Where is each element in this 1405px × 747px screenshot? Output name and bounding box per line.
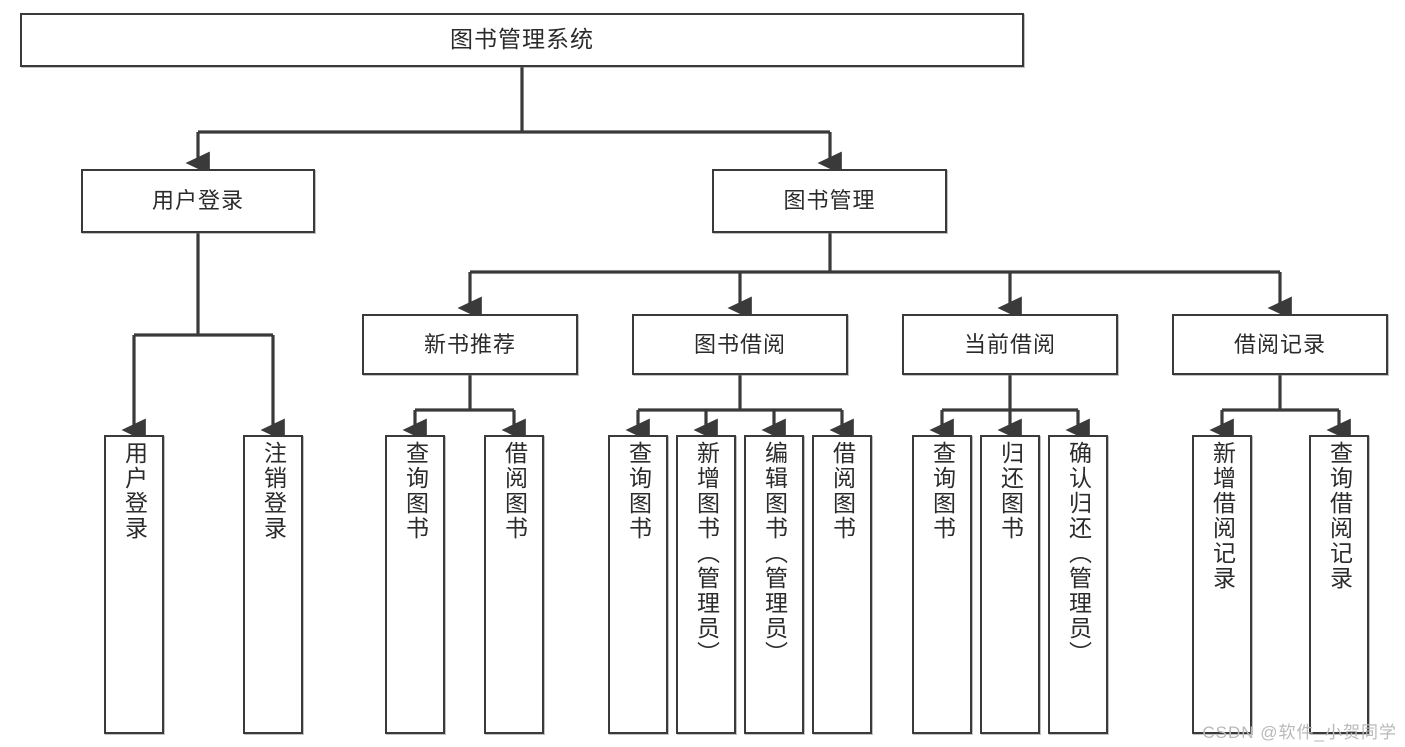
- node-label: 借阅图书: [501, 441, 528, 541]
- watermark-text: CSDN @软件_小贺同学: [1202, 723, 1397, 742]
- node-label: 注销登录: [260, 441, 287, 541]
- node-label: 新书推荐: [423, 331, 516, 357]
- node-leaf-return-book[interactable]: 归还图书: [980, 435, 1040, 734]
- node-label: 新增借阅记录: [1209, 441, 1236, 591]
- node-label: 编辑图书（管理员）: [761, 441, 788, 666]
- node-label: 查询图书: [929, 441, 956, 541]
- node-label: 用户登录: [121, 441, 148, 541]
- node-label: 确认归还（管理员）: [1065, 441, 1092, 666]
- node-leaf-confirm-return-admin[interactable]: 确认归还（管理员）: [1048, 435, 1108, 734]
- node-leaf-borrow-book[interactable]: 借阅图书: [812, 435, 872, 734]
- node-leaf-borrow-book-new[interactable]: 借阅图书: [484, 435, 544, 734]
- node-label: 借阅记录: [1233, 331, 1326, 357]
- node-leaf-query-book-new[interactable]: 查询图书: [385, 435, 445, 734]
- node-leaf-query-borrow-record[interactable]: 查询借阅记录: [1309, 435, 1369, 734]
- node-new-book-recommend[interactable]: 新书推荐: [362, 314, 578, 375]
- node-book-management[interactable]: 图书管理: [712, 169, 947, 233]
- node-label: 图书借阅: [693, 331, 786, 357]
- node-leaf-add-borrow-record[interactable]: 新增借阅记录: [1192, 435, 1252, 734]
- node-leaf-query-book-current[interactable]: 查询图书: [912, 435, 972, 734]
- node-leaf-logout[interactable]: 注销登录: [243, 435, 303, 734]
- node-label: 图书管理系统: [450, 26, 594, 53]
- node-label: 新增图书（管理员）: [693, 441, 720, 666]
- node-leaf-edit-book-admin[interactable]: 编辑图书（管理员）: [744, 435, 804, 734]
- node-label: 查询图书: [625, 441, 652, 541]
- node-leaf-query-book-borrow[interactable]: 查询图书: [608, 435, 668, 734]
- node-label: 当前借阅: [963, 331, 1056, 357]
- node-leaf-add-book-admin[interactable]: 新增图书（管理员）: [676, 435, 736, 734]
- node-book-borrow[interactable]: 图书借阅: [632, 314, 848, 375]
- node-label: 查询图书: [402, 441, 429, 541]
- node-label: 归还图书: [997, 441, 1024, 541]
- node-label: 用户登录: [151, 188, 244, 214]
- node-leaf-user-login[interactable]: 用户登录: [104, 435, 164, 734]
- node-borrow-record[interactable]: 借阅记录: [1172, 314, 1388, 375]
- node-user-login[interactable]: 用户登录: [81, 169, 315, 233]
- node-current-borrow[interactable]: 当前借阅: [902, 314, 1118, 375]
- node-root-system[interactable]: 图书管理系统: [20, 13, 1024, 67]
- node-label: 查询借阅记录: [1326, 441, 1353, 591]
- node-label: 借阅图书: [829, 441, 856, 541]
- node-label: 图书管理: [783, 188, 876, 214]
